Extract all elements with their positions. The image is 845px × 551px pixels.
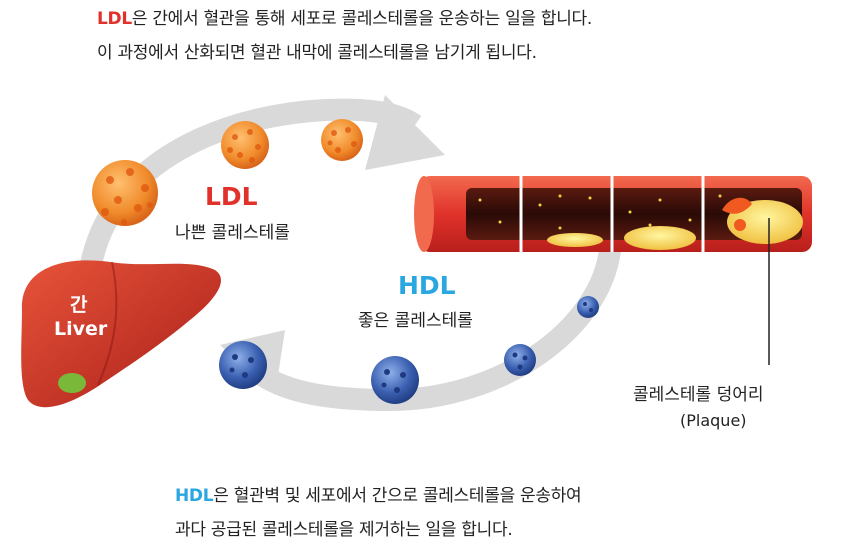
hdl-particle-icon <box>504 344 536 376</box>
blood-vessel <box>414 176 812 252</box>
ldl-title: LDL <box>205 182 258 211</box>
hdl-inline-label: HDL <box>175 486 214 506</box>
plaque-small <box>547 233 603 247</box>
ldl-particle-icon <box>321 119 363 161</box>
top-description-line1: LDL은 간에서 혈관을 통해 세포로 콜레스테롤을 운송하는 일을 합니다. <box>97 4 592 29</box>
hdl-particle-icon <box>219 341 267 389</box>
bottom-description-line1: HDL은 혈관벽 및 세포에서 간으로 콜레스테롤을 운송하여 <box>175 481 582 506</box>
liver-label-korean: 간 <box>70 294 88 316</box>
ldl-particles <box>92 119 363 226</box>
plaque-label-english: (Plaque) <box>680 411 747 430</box>
hdl-particles <box>219 296 599 404</box>
bottom-description-line2: 과다 공급된 콜레스테롤을 제거하는 일을 합니다. <box>175 520 513 540</box>
hdl-particle-icon <box>371 356 419 404</box>
plaque-label-korean: 콜레스테롤 덩어리 <box>633 385 764 405</box>
ldl-subtitle: 나쁜 콜레스테롤 <box>175 223 290 243</box>
hdl-particle-icon <box>577 296 599 318</box>
ldl-inline-label: LDL <box>97 9 132 29</box>
liver-icon <box>21 260 221 408</box>
hdl-title: HDL <box>398 271 456 300</box>
liver-label-english: Liver <box>54 318 108 340</box>
ldl-arrowhead <box>365 95 445 170</box>
ldl-particle-icon <box>92 160 158 226</box>
bottom-description-line1-text: 은 혈관벽 및 세포에서 간으로 콜레스테롤을 운송하여 <box>213 486 582 506</box>
top-description-line2: 이 과정에서 산화되면 혈관 내막에 콜레스테롤을 남기게 됩니다. <box>97 43 537 63</box>
plaque-large <box>727 200 803 244</box>
plaque-medium <box>624 226 696 250</box>
top-description-line1-text: 은 간에서 혈관을 통해 세포로 콜레스테롤을 운송하는 일을 합니다. <box>131 9 593 29</box>
ldl-particle-icon <box>221 121 269 169</box>
hdl-subtitle: 좋은 콜레스테롤 <box>358 311 473 331</box>
